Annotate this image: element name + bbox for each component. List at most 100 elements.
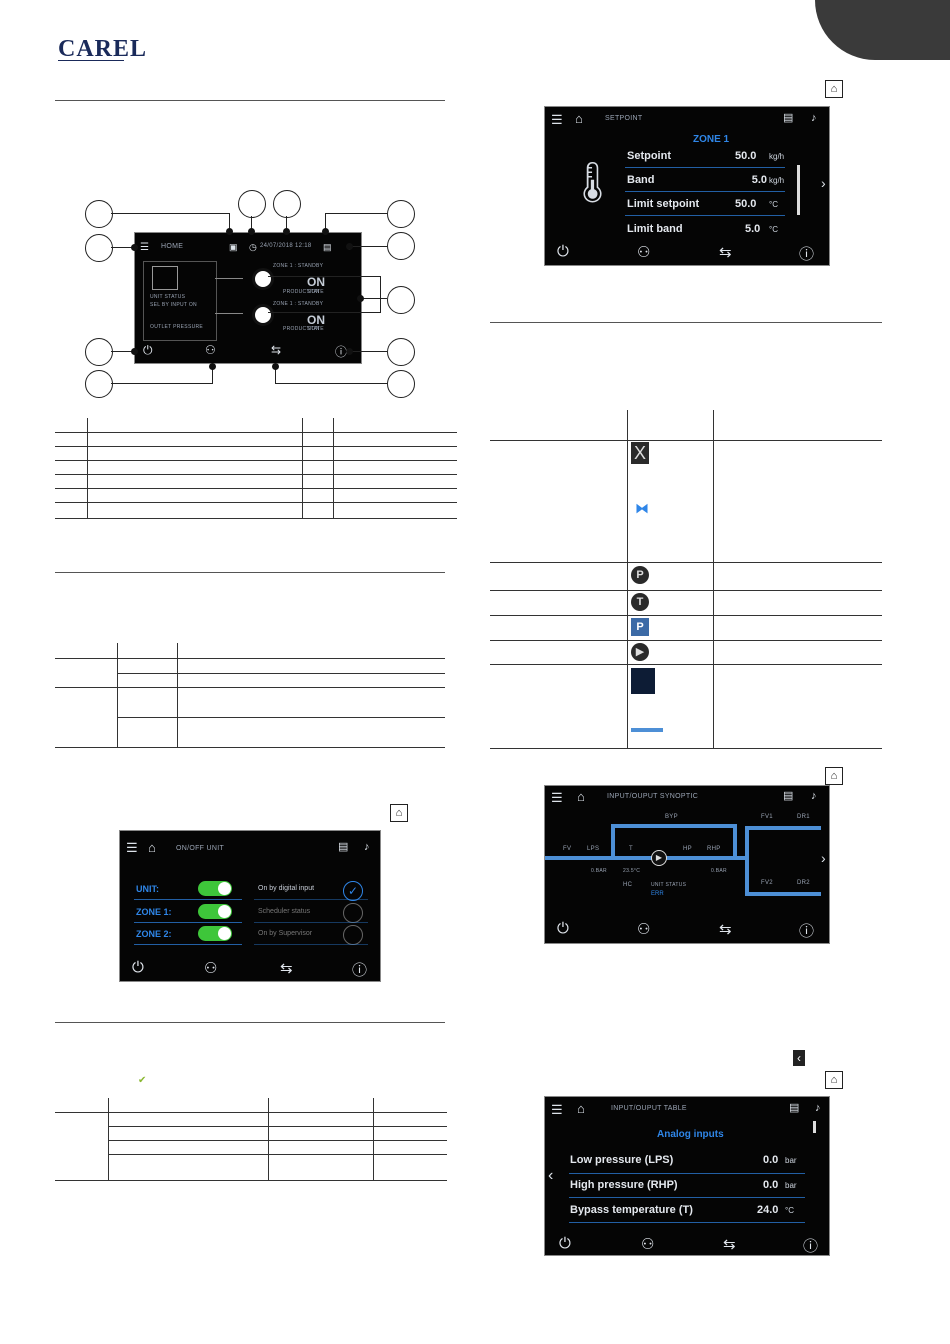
power-icon[interactable]: ⏻ — [559, 1235, 571, 1252]
chevron-left-icon: ‹ — [793, 1050, 805, 1066]
callout-2 — [85, 234, 113, 262]
scheduler-check[interactable] — [343, 903, 363, 923]
onoff-table — [55, 643, 445, 749]
pressure-transducer-icon: P — [631, 566, 649, 584]
alarm-message-icon[interactable]: ▤ — [338, 841, 349, 853]
supervisor-check[interactable] — [343, 925, 363, 945]
alarm-message-icon[interactable]: ▤ — [783, 112, 794, 124]
limit-setpoint-label: Limit setpoint — [627, 198, 700, 210]
bell-icon[interactable]: ♪ — [811, 112, 817, 124]
setpoint-icon[interactable]: ⚇ — [637, 244, 651, 261]
menu-icon[interactable]: ☰ — [126, 840, 138, 855]
setpoint-screen: ☰ ⌂ SETPOINT ▤ ♪ ZONE 1 🌡 Setpoint 50.0 … — [544, 106, 830, 266]
power-icon[interactable]: ⏻ — [557, 243, 569, 260]
leader-line — [212, 366, 213, 384]
menu-icon[interactable]: ☰ — [551, 790, 563, 805]
lps-row-unit: bar — [785, 1156, 797, 1165]
limit-band-value[interactable]: 5.0 — [745, 223, 761, 235]
callout-10 — [387, 338, 415, 366]
leader-line — [268, 312, 380, 313]
home-icon: ⌂ — [825, 767, 843, 785]
alarm-message-icon[interactable]: ▤ — [789, 1102, 800, 1114]
alarm-message-icon[interactable]: ▤ — [783, 790, 794, 802]
chevron-left-icon[interactable]: ‹ — [548, 1167, 554, 1184]
leader-line — [350, 246, 387, 247]
callout-8 — [387, 232, 415, 260]
leader-line — [111, 383, 212, 384]
io-icon[interactable]: ⇆ — [719, 921, 732, 938]
home-nav-icon[interactable]: ⌂ — [577, 789, 585, 804]
callout-9 — [387, 286, 415, 314]
leader-dot — [322, 228, 329, 235]
info-icon[interactable]: ⓘ — [803, 1238, 819, 1255]
io-icon[interactable]: ⇆ — [723, 1236, 736, 1253]
setpoint-value[interactable]: 50.0 — [735, 150, 757, 162]
power-icon[interactable]: ⏻ — [132, 959, 144, 976]
power-icon[interactable]: ⏻ — [557, 920, 569, 937]
menu-icon[interactable]: ☰ — [551, 1102, 563, 1117]
on-by-supervisor: On by Supervisor — [258, 930, 313, 937]
lps-label: LPS — [587, 846, 600, 852]
digital-input-check[interactable]: ✓ — [343, 881, 363, 901]
lps-row-value: 0.0 — [763, 1154, 779, 1166]
unit-toggle[interactable] — [198, 881, 232, 896]
io-icon[interactable]: ⇆ — [280, 960, 293, 977]
sel-by-input: SEL BY INPUT ON — [150, 302, 197, 308]
section-rule — [55, 572, 445, 573]
io-icon[interactable]: ⇆ — [271, 343, 282, 357]
setpoint-icon[interactable]: ⚇ — [205, 343, 216, 357]
bypass-pipe — [611, 824, 615, 858]
chevron-right-icon[interactable]: › — [821, 850, 826, 866]
menu-icon[interactable]: ☰ — [140, 242, 149, 253]
leader-line — [275, 383, 387, 384]
info-icon[interactable]: ⓘ — [335, 345, 348, 359]
setpoint-icon[interactable]: ⚇ — [204, 960, 218, 977]
zone2-toggle[interactable] — [198, 926, 232, 941]
info-icon[interactable]: ⓘ — [799, 246, 815, 263]
zone1-toggle[interactable] — [198, 904, 232, 919]
info-icon[interactable]: ⓘ — [799, 923, 815, 940]
t-value: 23.5°C — [623, 868, 641, 874]
screen-title: SETPOINT — [605, 115, 643, 122]
dr2-label: DR2 — [797, 880, 810, 886]
rhp-row-value: 0.0 — [763, 1179, 779, 1191]
outlet-pressure: OUTLET PRESSURE — [150, 324, 204, 330]
callout-6 — [273, 190, 301, 218]
home-nav-icon[interactable]: ⌂ — [148, 840, 156, 855]
setpoint-icon[interactable]: ⚇ — [637, 921, 651, 938]
setpoint-icon[interactable]: ⚇ — [641, 1236, 655, 1253]
zone1-on: ON — [307, 275, 325, 289]
leader-dot — [272, 363, 279, 370]
home-nav-icon[interactable]: ⌂ — [577, 1101, 585, 1116]
io-icon[interactable]: ⇆ — [719, 244, 732, 261]
info-icon[interactable]: ⓘ — [352, 962, 368, 979]
scheduler-table — [55, 1098, 447, 1182]
rhp-row-label: High pressure (RHP) — [570, 1179, 678, 1191]
pump-icon: ▶ — [631, 643, 649, 661]
zone1-state: State — [307, 289, 324, 295]
callout-5 — [238, 190, 266, 218]
bell-icon[interactable]: ♪ — [811, 790, 817, 802]
leader-line — [111, 213, 229, 214]
zone-title: ZONE 1 — [693, 134, 730, 145]
limit-setpoint-unit: °C — [769, 200, 778, 209]
limit-setpoint-value[interactable]: 50.0 — [735, 198, 757, 210]
band-value[interactable]: 5.0 — [751, 174, 767, 186]
home-nav-icon[interactable]: ⌂ — [575, 111, 583, 126]
unit-status-panel: UNIT STATUS SEL BY INPUT ON OUTLET PRESS… — [143, 261, 217, 341]
menu-icon[interactable]: ☰ — [551, 112, 563, 127]
valve-open-icon: ⧓ — [631, 500, 653, 516]
screen-title: HOME — [161, 243, 184, 250]
power-icon[interactable]: ⏻ — [143, 343, 153, 357]
bell-icon[interactable]: ♪ — [815, 1102, 821, 1114]
alarm-message-icon[interactable]: ▤ — [323, 242, 332, 252]
fv-label: FV — [563, 846, 572, 852]
scheduler-status: Scheduler status — [258, 908, 311, 915]
bell-icon[interactable]: ♪ — [364, 841, 370, 853]
pipe-icon — [631, 668, 655, 694]
logo-underline — [58, 60, 124, 61]
scrollbar[interactable] — [813, 1121, 816, 1133]
chevron-right-icon[interactable]: › — [821, 175, 826, 191]
scrollbar[interactable] — [797, 165, 800, 215]
home-icon: ⌂ — [390, 804, 408, 822]
